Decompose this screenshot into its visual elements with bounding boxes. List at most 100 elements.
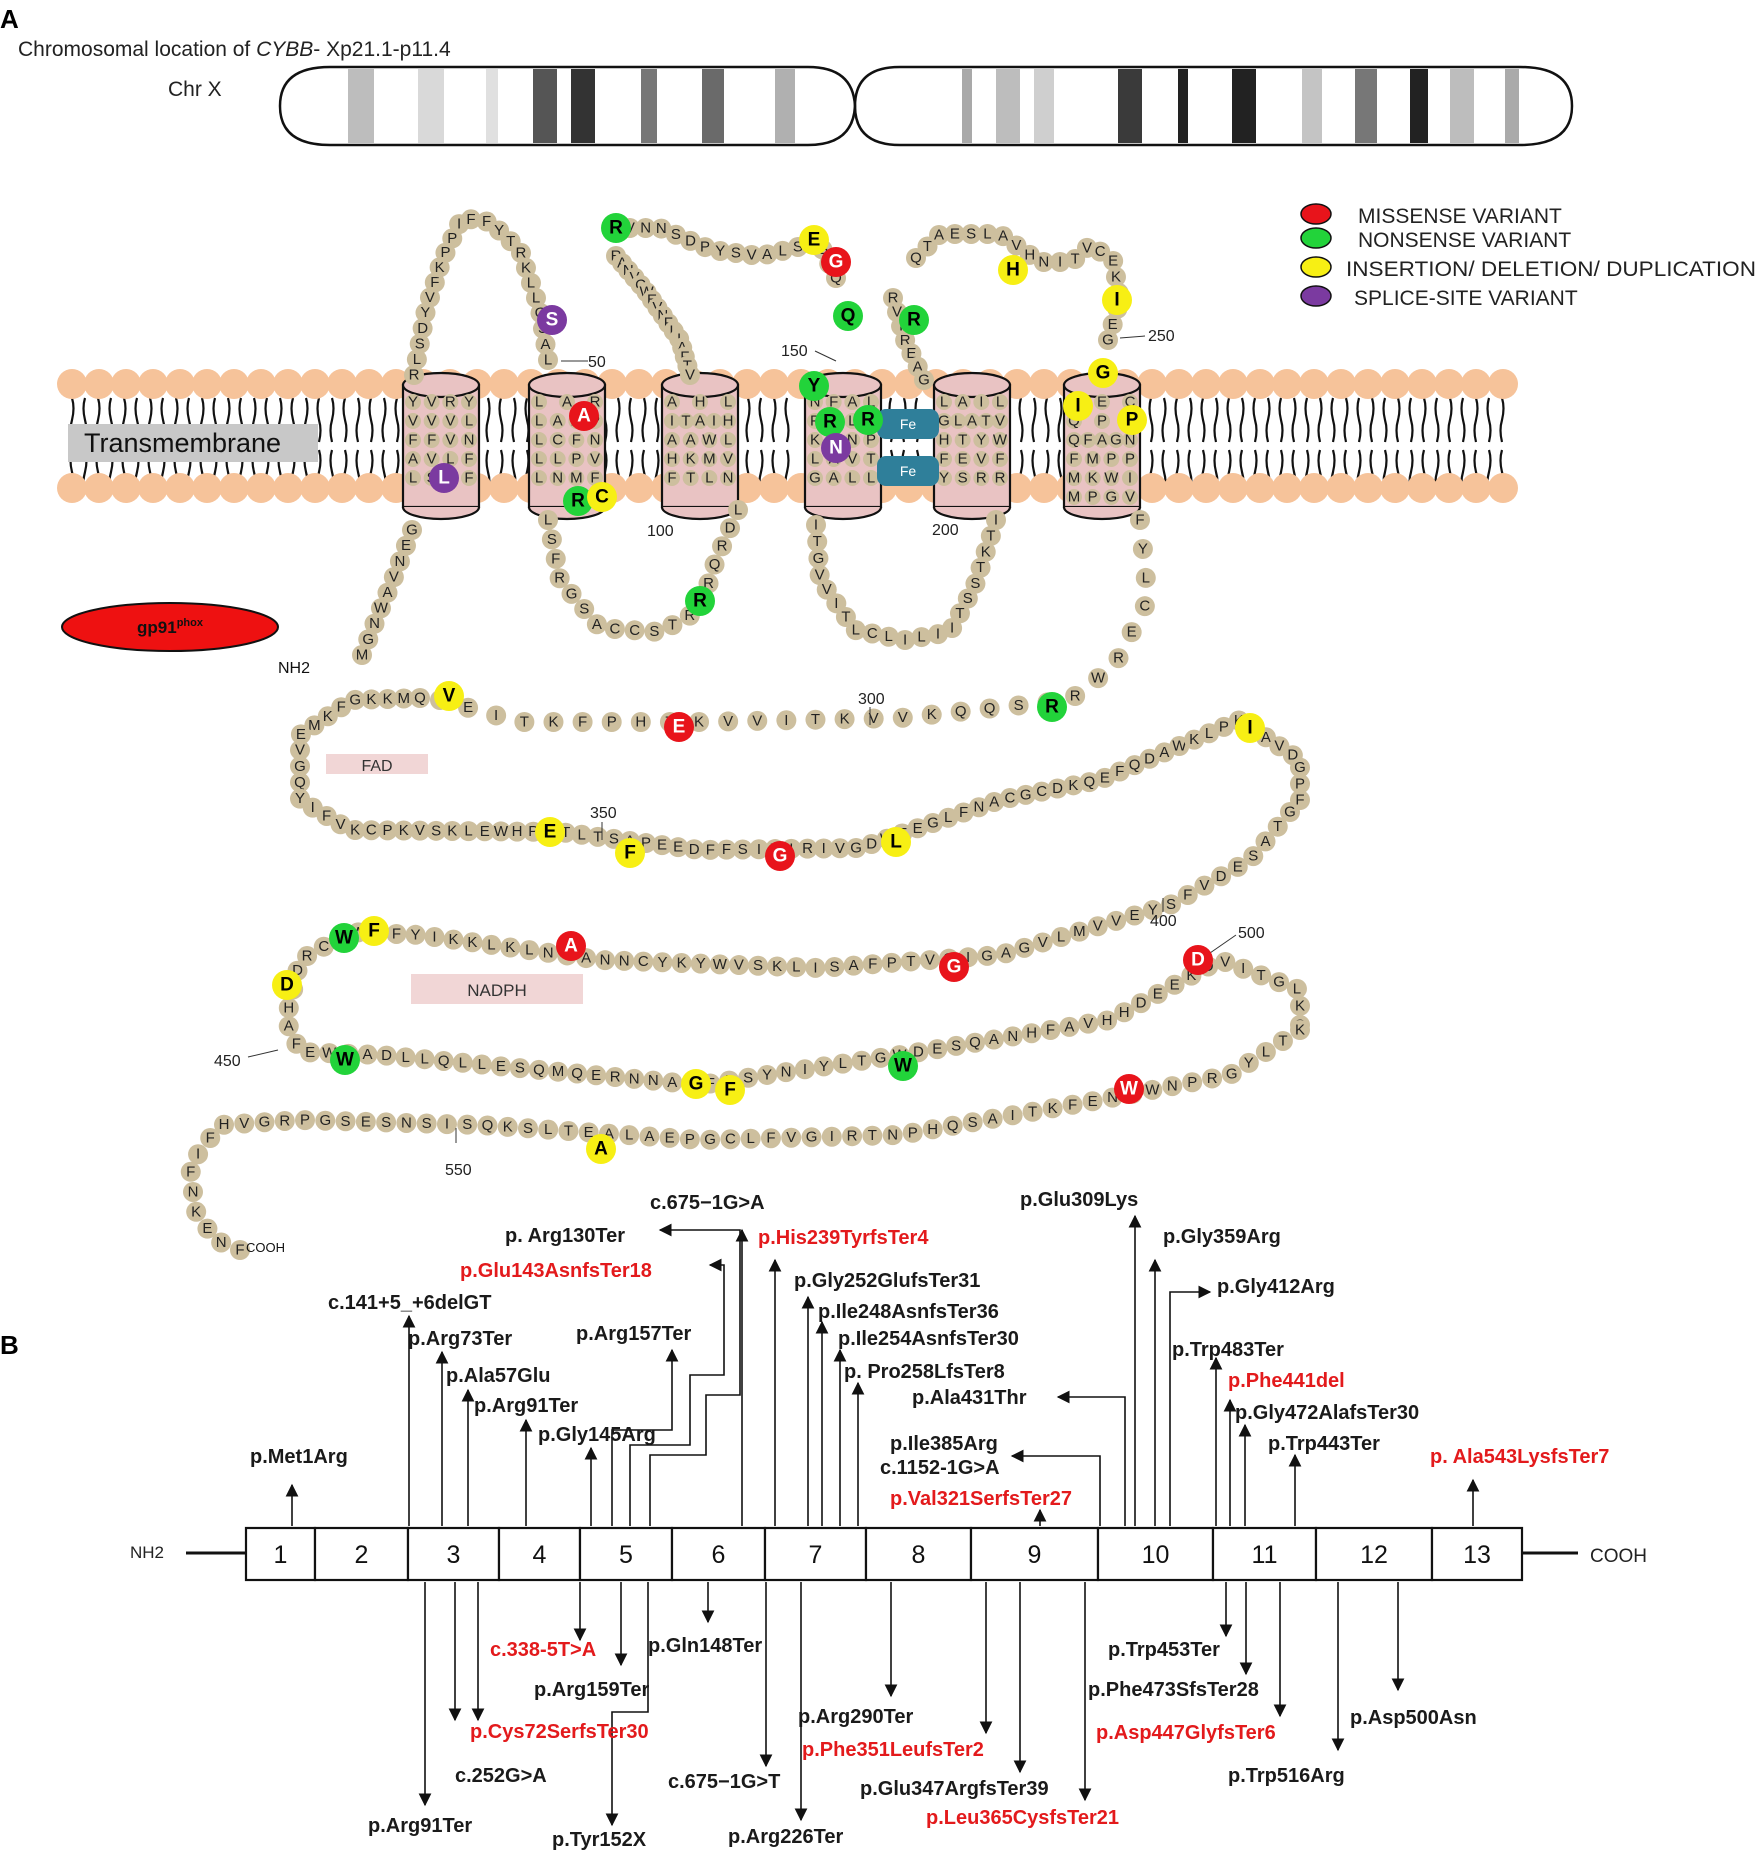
residue-letter: F: [551, 550, 560, 567]
residue-letter: P: [887, 954, 897, 971]
residue: [689, 712, 710, 732]
variant-dot-letter: W: [336, 1050, 354, 1071]
variant-label: p.Trp483Ter: [1172, 1339, 1284, 1361]
helix-residue: V: [427, 394, 437, 411]
residue-letter: D: [1287, 747, 1298, 764]
exon-number-13: 13: [1463, 1541, 1491, 1569]
residue-letter: L: [544, 1121, 552, 1138]
residue-letter: Y: [762, 1066, 772, 1083]
residue: [290, 756, 310, 777]
residue-letter: M: [356, 647, 369, 664]
residue-letter: C: [1095, 243, 1106, 260]
residue: [922, 1119, 943, 1140]
residue-letter: V: [1199, 877, 1209, 894]
helix-residue: R: [590, 394, 601, 411]
variant-dot: [272, 970, 302, 1000]
residue: [813, 838, 834, 859]
residue-letter: C: [629, 622, 640, 639]
helix-residue: N: [810, 394, 821, 411]
residue-letter: W: [374, 600, 389, 617]
lipid-head: [219, 369, 249, 399]
residue: [1097, 1010, 1118, 1031]
residue-letter: T: [1273, 818, 1282, 835]
fad-domain-box: [326, 754, 428, 774]
residue: [426, 820, 447, 841]
residue-letter: E: [480, 823, 490, 840]
residue: [805, 957, 826, 978]
residue-letter: P: [700, 239, 710, 256]
residue: [571, 824, 592, 845]
residue-letter: I: [196, 1146, 200, 1163]
residue: [414, 1049, 435, 1070]
lipid-head: [759, 369, 789, 399]
residue-letter: G: [1284, 804, 1296, 821]
residue-letter: K: [927, 706, 937, 723]
residue-letter: S: [829, 958, 839, 975]
residue: [443, 929, 464, 950]
helix-residue: L: [724, 432, 732, 449]
residue-letter: D: [381, 1047, 392, 1064]
residue: [962, 1112, 983, 1133]
residue-letter: Q: [438, 1052, 450, 1069]
residue-letter: Q: [709, 556, 721, 573]
residue-letter: F: [292, 1035, 301, 1052]
variant-label: p.Leu365CysfsTer21: [926, 1807, 1119, 1829]
residue: [601, 712, 622, 732]
residue: [1267, 816, 1288, 837]
residue: [704, 554, 725, 575]
residue-letter: K: [548, 714, 558, 731]
fe-label-lower: Fe: [900, 463, 917, 479]
variant-dot-letter: L: [438, 468, 450, 489]
helix-residue: F: [590, 470, 599, 487]
residue: [919, 950, 940, 971]
chromosome-band: [348, 69, 374, 143]
residue-letter: Y: [715, 243, 725, 260]
variant-dot: [1102, 285, 1132, 315]
variant-dot: [799, 371, 829, 401]
residue-letter: G: [981, 947, 993, 964]
helix-residue: V: [590, 451, 600, 468]
residue-letter: L: [478, 1056, 486, 1073]
residue: [1015, 784, 1036, 805]
residue-letter: K: [1111, 268, 1121, 285]
residue-letter: Y: [1138, 540, 1148, 557]
helix-residue: N: [552, 470, 563, 487]
residue-letter: R: [610, 1069, 621, 1086]
residue: [510, 242, 531, 263]
residue: [290, 740, 310, 761]
exon-box-5: [578, 1526, 674, 1582]
residue-letter: H: [635, 714, 646, 731]
residue-letter: L: [544, 512, 552, 529]
helix-residue: L: [409, 470, 417, 487]
residue: [728, 500, 748, 520]
residue-letter: K: [840, 711, 850, 728]
residue: [538, 942, 559, 963]
residue: [1078, 1013, 1099, 1034]
helix-residue: V: [427, 451, 437, 468]
residue: [315, 1110, 336, 1131]
helix-residue: L: [535, 413, 543, 430]
residue: [547, 1061, 568, 1082]
residue: [845, 620, 866, 641]
residue: [635, 218, 656, 238]
residue-letter: N: [781, 1064, 792, 1081]
residue: [776, 710, 797, 731]
residue-letter: N: [1007, 1028, 1018, 1045]
variant-label: p.Arg91Ter: [474, 1395, 578, 1417]
residue: [619, 1125, 640, 1146]
heme-iron-centers: Fe Fe: [877, 409, 939, 486]
residue-letter: V: [1082, 239, 1092, 256]
residue-letter: E: [1129, 907, 1139, 924]
residue: [405, 924, 426, 945]
residue: [254, 1112, 275, 1133]
residue-letter: Y: [1148, 902, 1158, 919]
helix-residue: F: [1069, 451, 1078, 468]
helix-residue: I: [979, 394, 983, 411]
helix-residue: F: [572, 432, 581, 449]
lipid-head: [624, 473, 654, 503]
residue-letter: L: [839, 1055, 847, 1072]
residue: [862, 623, 883, 644]
residue-letter: F: [322, 807, 331, 824]
residue: [999, 788, 1020, 809]
